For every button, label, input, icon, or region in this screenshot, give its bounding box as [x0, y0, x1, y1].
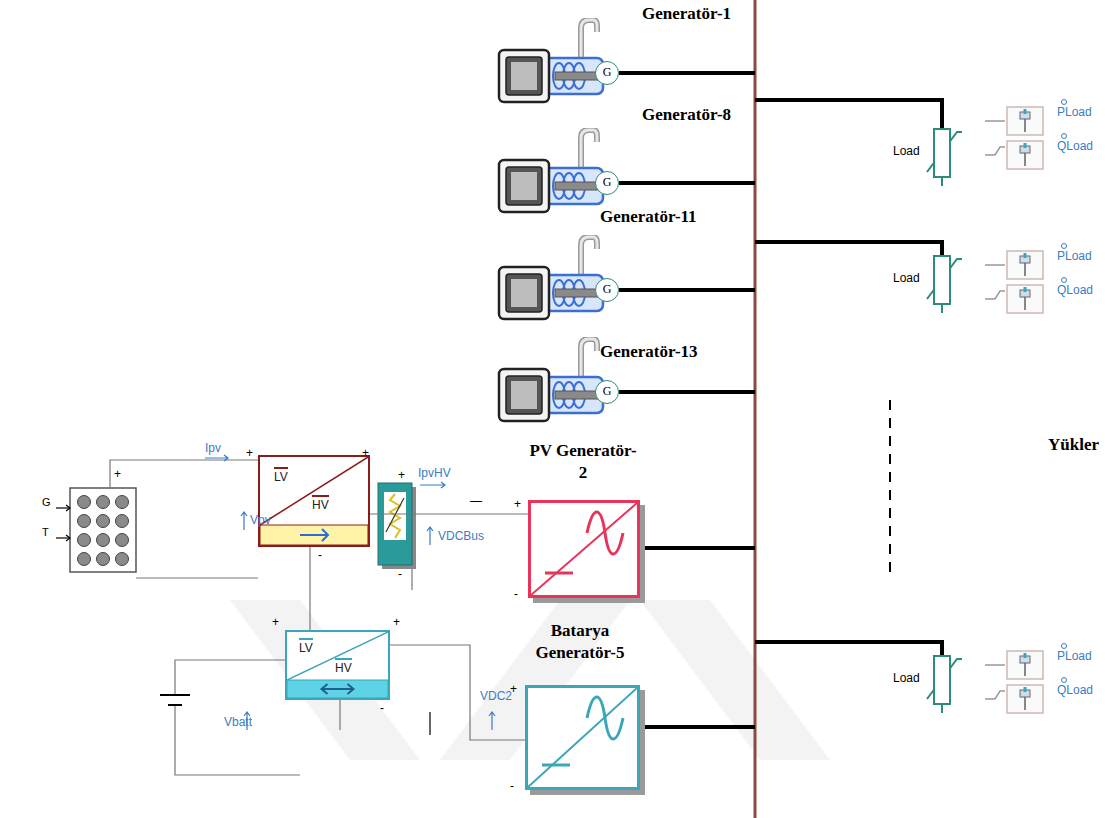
dc-dc-converter: LV HV: [285, 630, 390, 700]
high-voltage-side: HV: [312, 495, 329, 512]
generator-name: Generatör-1: [642, 5, 731, 24]
low-voltage-side: LV: [274, 467, 288, 484]
load-resistor: Load: [893, 255, 953, 305]
load-label: Load: [893, 671, 920, 685]
polarity-sign: -: [318, 549, 322, 562]
generator-name: Generatör-8: [642, 106, 731, 125]
generator-name: Generatör-11: [600, 208, 697, 227]
inverter-heading: Batarya Generatör-5: [525, 620, 635, 664]
signal-name: QLoad: [1057, 284, 1093, 297]
more-loads-dashes: [889, 400, 891, 580]
generator-terminal: G: [595, 380, 619, 404]
ac-wires: [619, 73, 942, 727]
inverter: PV Generatör-2: [528, 440, 642, 598]
diesel-generator: [499, 339, 607, 421]
dc-connection: [390, 645, 525, 740]
load-variable-arrows: [927, 132, 962, 713]
polarity-sign: -: [398, 568, 402, 581]
polarity-sign: +: [246, 447, 253, 460]
load-box: [933, 655, 951, 705]
generator-letter: G: [603, 65, 612, 79]
signal-name: Vbatt: [224, 716, 252, 729]
dc-connection: [309, 547, 310, 630]
wire-stub: [429, 712, 430, 735]
dc-link-block: [378, 483, 416, 569]
polarity-sign: +: [398, 469, 405, 482]
generator-terminal: G: [595, 278, 619, 302]
inverter: Batarya Generatör-5: [525, 620, 640, 790]
pin-name: T: [42, 526, 49, 538]
signal-name: Vpv: [250, 514, 271, 527]
load-label: Load: [893, 144, 920, 158]
load-resistor: Load: [893, 128, 953, 178]
pin-name: G: [42, 496, 51, 508]
polarity-sign: +: [362, 447, 369, 460]
signal-name: PLoad: [1057, 106, 1092, 119]
battery-symbol: [160, 695, 190, 705]
dc-dc-converter: LV HV: [258, 455, 370, 547]
signal-name: VDCBus: [438, 530, 484, 543]
generator-letter: G: [603, 384, 612, 398]
inverter-box: [525, 685, 640, 790]
polarity-sign: -: [380, 702, 384, 715]
signal-name: QLoad: [1057, 140, 1093, 153]
polarity-sign: -: [514, 588, 518, 601]
signal-name: PLoad: [1057, 650, 1092, 663]
generator-name: Generatör-13: [600, 343, 698, 362]
generator-letter: G: [603, 175, 612, 189]
inverter-symbol: [528, 688, 637, 787]
generator-terminal: G: [595, 171, 619, 195]
diesel-generator: [499, 130, 607, 212]
signal-name: VDC2: [480, 690, 512, 703]
polarity-sign: —: [470, 495, 482, 508]
generator-letter: G: [603, 282, 612, 296]
load-resistor: Load: [893, 655, 953, 705]
signal-name: Ipv: [205, 442, 221, 455]
generator-name: Yükler: [1048, 436, 1099, 455]
load-box: [933, 255, 951, 305]
polarity-sign: +: [510, 683, 517, 696]
inverter-symbol: [531, 503, 637, 595]
load-label: Load: [893, 271, 920, 285]
polarity-sign: +: [514, 498, 521, 511]
polarity-sign: -: [510, 780, 514, 793]
inverter-box: [528, 500, 640, 598]
high-voltage-side: HV: [335, 658, 352, 675]
polarity-sign: +: [114, 468, 121, 481]
generator-terminal: G: [595, 61, 619, 85]
pv-array: [56, 488, 136, 572]
signal-name: IpvHV: [418, 467, 451, 480]
measurement-arrows: [205, 455, 495, 730]
signal-name: QLoad: [1057, 684, 1093, 697]
polarity-sign: +: [272, 616, 279, 629]
inverter-heading: PV Generatör-2: [528, 440, 638, 484]
signal-name: PLoad: [1057, 250, 1092, 263]
polarity-sign: +: [393, 616, 400, 629]
dc-connection: [370, 513, 528, 514]
low-voltage-side: LV: [299, 638, 313, 655]
diesel-generator: [499, 237, 607, 319]
load-box: [933, 128, 951, 178]
ac-bus: [754, 0, 757, 818]
load-sliders: [985, 100, 1067, 714]
diesel-generator: [499, 20, 607, 102]
